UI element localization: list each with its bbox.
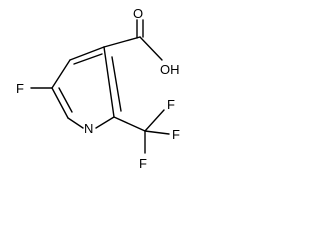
fluorine-ring-label: F [16, 81, 24, 96]
bond-cf3-f-top [144, 109, 165, 132]
bond-c-oh [139, 36, 163, 61]
bond-ring-c3-c4 [69, 46, 105, 61]
bond-cf3-f-right [144, 130, 170, 135]
bond-ring-c2-c3 [103, 46, 115, 118]
fluorine-bottom-label: F [139, 156, 147, 171]
bond-ring-n-c2 [95, 116, 115, 129]
bond-c3-cooh [103, 36, 141, 48]
fluorine-top-label: F [167, 97, 175, 112]
bond-ring-c2-c3-outer [111, 56, 122, 112]
bond-c2-cf3 [113, 116, 146, 132]
fluorine-right-label: F [172, 127, 180, 142]
oxygen-carbonyl-label: O [133, 6, 143, 21]
bond-ring-c5-c6-inner [58, 87, 73, 113]
hydroxyl-label: OH [160, 62, 180, 77]
chemical-structure: O OH F N F F F [16, 6, 180, 171]
bond-ring-c4-c5 [51, 59, 71, 89]
bond-ring-c6-n [67, 117, 84, 129]
bond-ring-c4-c3-inner [73, 53, 103, 65]
nitrogen-label: N [84, 121, 93, 136]
bond-ring-c5-c6 [51, 87, 69, 119]
